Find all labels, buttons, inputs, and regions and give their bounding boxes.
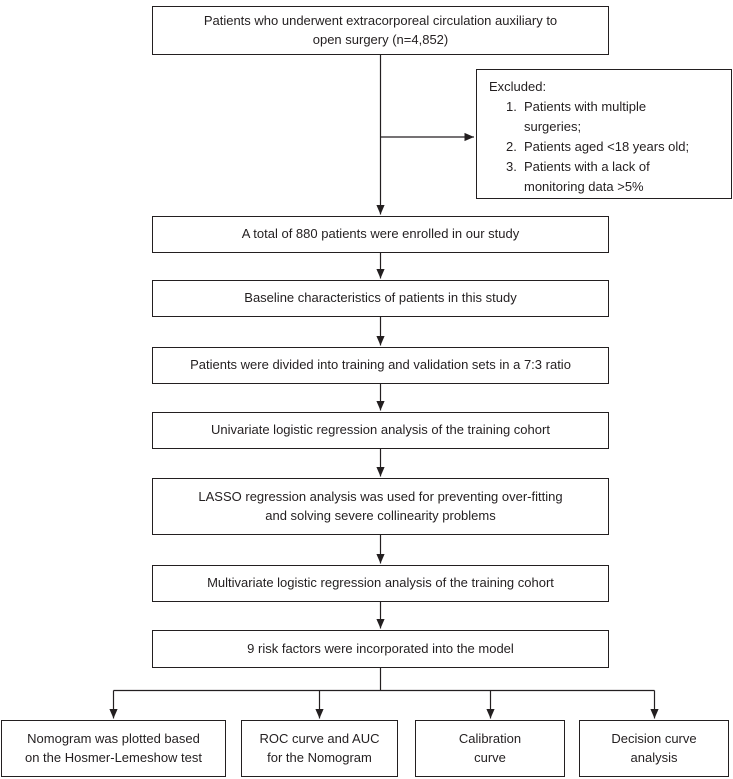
excluded-item-1-text: Patients with multiple surgeries; [524, 99, 647, 134]
baseline-label: Baseline characteristics of patients in … [244, 290, 517, 306]
risk-factors-label: 9 risk factors were incorporated into th… [247, 640, 514, 656]
excluded-item-3-number: 3. [506, 159, 517, 174]
flow-box-split: Patients were divided into training and … [152, 347, 609, 384]
excluded-title: Excluded: [489, 79, 547, 94]
flow-box-lasso: LASSO regression analysis was used for p… [152, 478, 609, 535]
excluded-item-2: 2. Patients aged <18 years old; [506, 137, 725, 157]
flow-box-calibration: Calibration curve [415, 720, 565, 777]
univariate-label: Univariate logistic regression analysis … [211, 422, 550, 438]
flow-box-risk-factors: 9 risk factors were incorporated into th… [152, 630, 609, 668]
lasso-label: LASSO regression analysis was used for p… [198, 489, 563, 523]
excluded-item-1-number: 1. [506, 99, 517, 114]
calibration-label: Calibration curve [458, 731, 522, 765]
flow-box-excluded: Excluded: 1. Patients with multiple surg… [476, 69, 732, 199]
enrolled-label: A total of 880 patients were enrolled in… [241, 226, 520, 242]
excluded-item-3: 3. Patients with a lack of monitoring da… [506, 157, 725, 197]
nomogram-label: Nomogram was plotted based on the Hosmer… [24, 731, 203, 765]
flow-box-roc-auc: ROC curve and AUC for the Nomogram [241, 720, 398, 777]
flow-box-nomogram: Nomogram was plotted based on the Hosmer… [1, 720, 226, 777]
split-label: Patients were divided into training and … [190, 357, 571, 373]
flow-box-enrolled: A total of 880 patients were enrolled in… [152, 216, 609, 253]
multivariate-label: Multivariate logistic regression analysi… [207, 575, 554, 591]
excluded-item-2-text: Patients aged <18 years old; [524, 139, 690, 154]
flow-box-multivariate: Multivariate logistic regression analysi… [152, 565, 609, 602]
flow-box-decision-curve: Decision curve analysis [579, 720, 729, 777]
excluded-item-3-text: Patients with a lack of monitoring data … [524, 159, 650, 194]
excluded-item-2-number: 2. [506, 139, 517, 154]
flow-box-univariate: Univariate logistic regression analysis … [152, 412, 609, 449]
excluded-item-1: 1. Patients with multiple surgeries; [506, 97, 725, 137]
flow-box-population: Patients who underwent extracorporeal ci… [152, 6, 609, 55]
decision-curve-label: Decision curve analysis [611, 731, 697, 765]
population-label: Patients who underwent extracorporeal ci… [203, 13, 558, 47]
roc-auc-label: ROC curve and AUC for the Nomogram [259, 731, 380, 765]
flow-box-baseline: Baseline characteristics of patients in … [152, 280, 609, 317]
